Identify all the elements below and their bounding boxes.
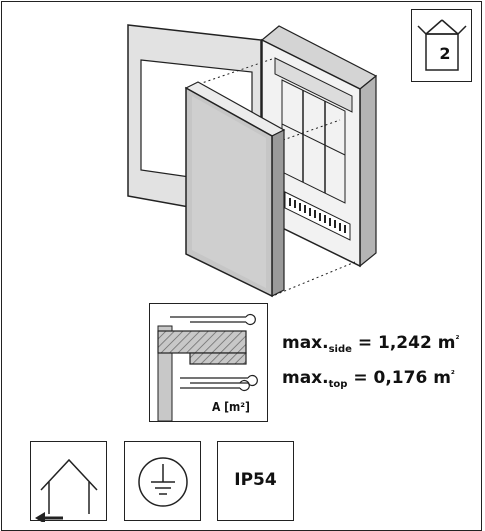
package-count: 2 [439, 44, 451, 63]
cabinet-illustration [127, 24, 378, 298]
max-top-subscript: top [328, 379, 348, 390]
airflow-diagram: A [m²] [149, 303, 268, 422]
airflow-icon [157, 313, 258, 422]
ip-rating-label: IP54 [234, 470, 277, 490]
open-box-icon [417, 19, 467, 71]
protective-earth-icon-box [124, 441, 201, 521]
indoor-use-icon-box [30, 441, 107, 524]
max-side-value: = 1,242 m [357, 333, 456, 353]
max-top-prefix: max. [282, 368, 329, 388]
area-unit-label: A [m²] [212, 400, 250, 414]
ip-rating-box: IP54 [217, 441, 294, 521]
max-top-unit-sup: ² [450, 370, 455, 380]
max-side-prefix: max. [282, 333, 329, 353]
max-top-value: = 0,176 m [353, 368, 451, 388]
max-side-area: max.side = 1,242 m² [282, 333, 459, 355]
protective-earth-icon [138, 457, 188, 507]
package-count-badge: 2 [411, 9, 472, 82]
max-top-area: max.top = 0,176 m² [282, 368, 455, 390]
max-side-unit-sup: ² [455, 335, 460, 345]
max-side-subscript: side [328, 344, 352, 355]
indoor-use-icon [35, 458, 98, 524]
